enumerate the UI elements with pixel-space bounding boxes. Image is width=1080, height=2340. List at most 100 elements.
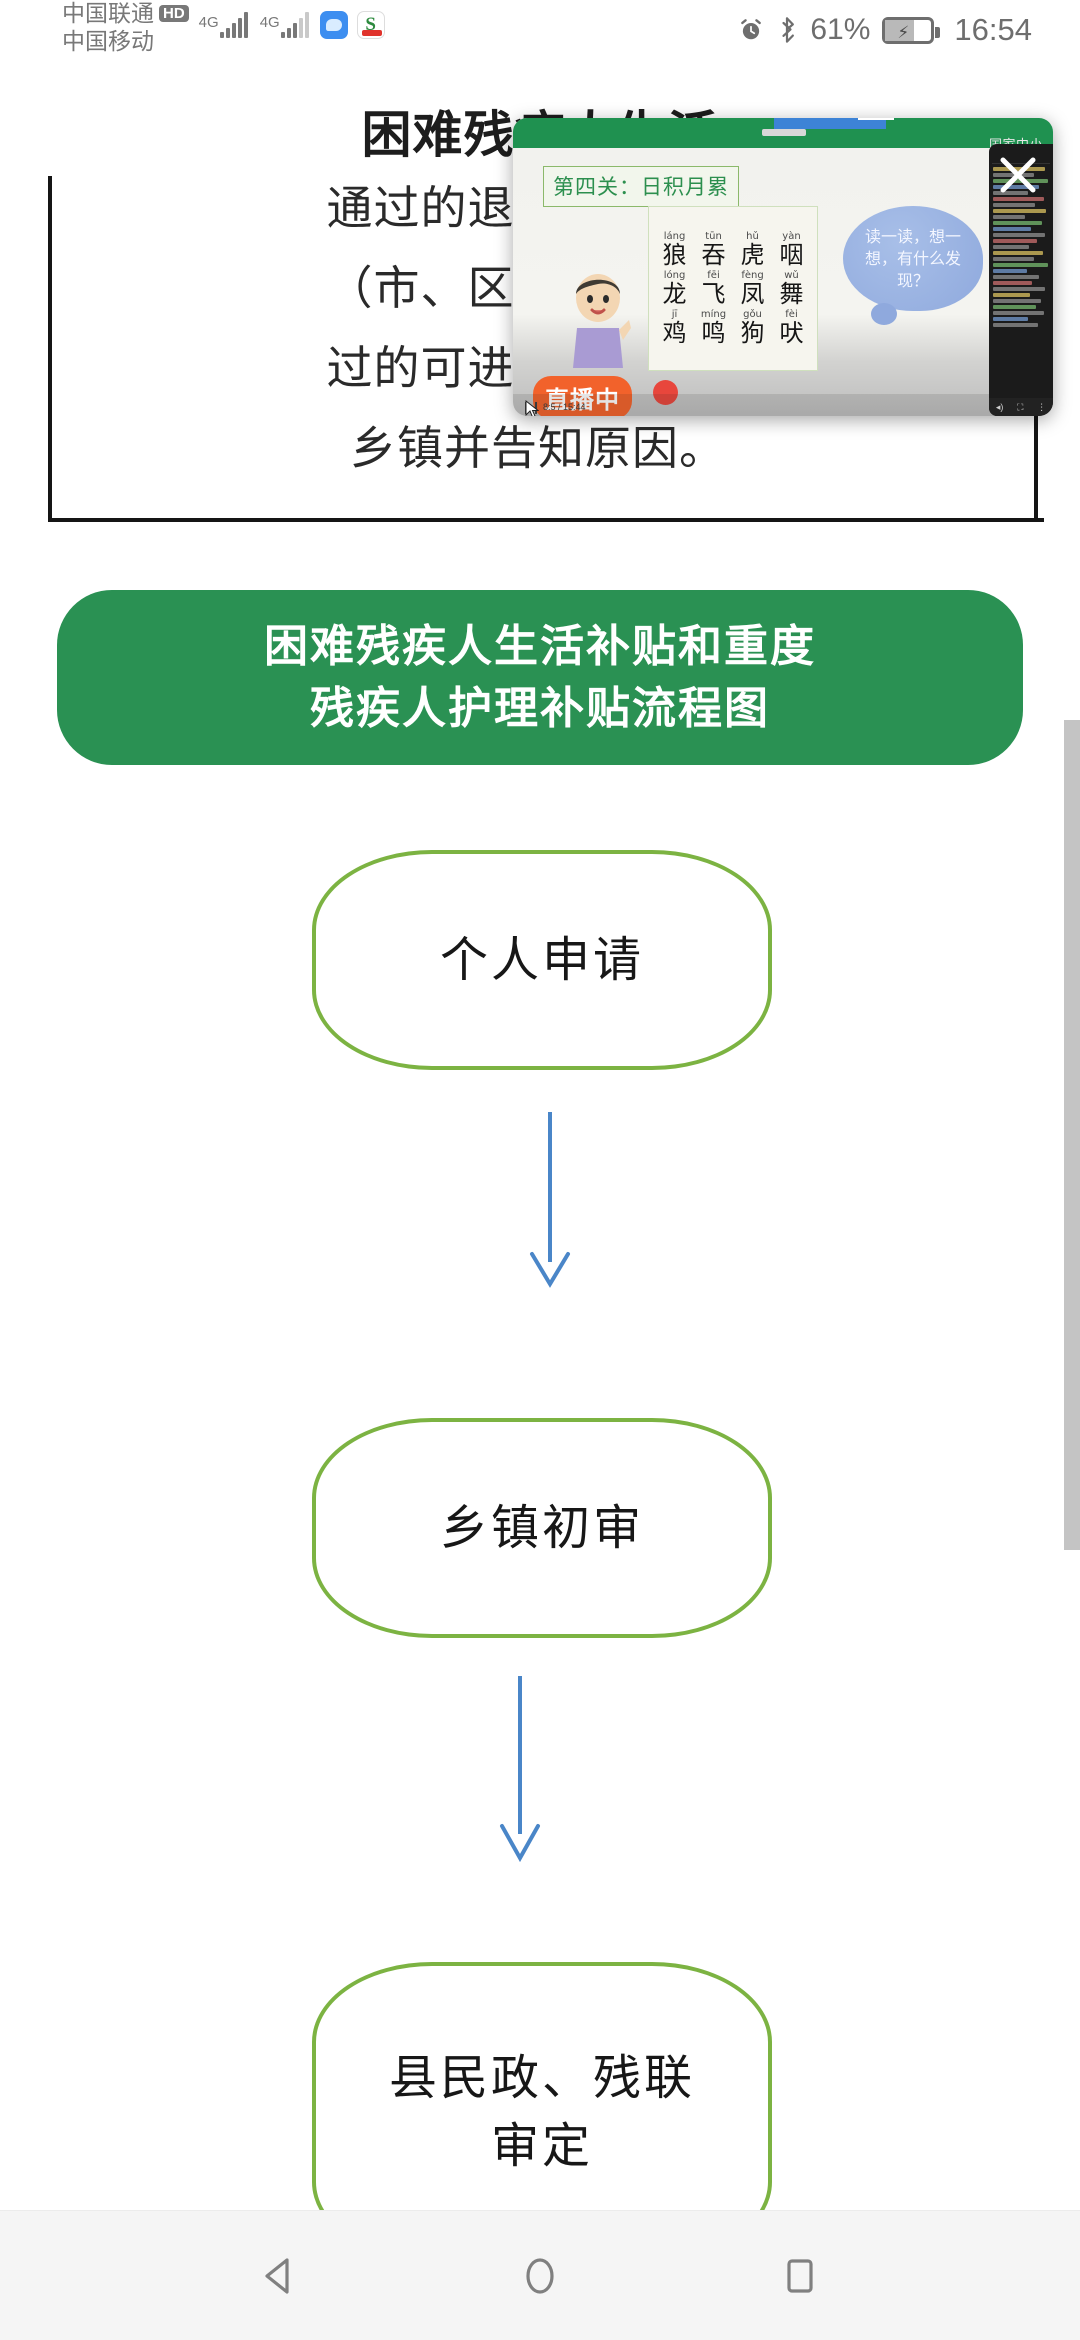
flow-node-3: 县民政、残联 审定	[312, 1962, 772, 2210]
home-button[interactable]	[510, 2246, 570, 2306]
hanzi: 飞	[701, 279, 726, 308]
close-icon[interactable]	[997, 154, 1039, 196]
cartoon-boy-icon	[565, 268, 631, 368]
volume-icon[interactable]: ◂)	[995, 401, 1004, 412]
pinyin: fēi	[707, 269, 720, 281]
signal-bars-1-icon	[219, 12, 250, 38]
signal-bars-2-icon	[280, 12, 311, 38]
stage-title: 第四关：日积月累	[543, 166, 739, 207]
video-playback-bar[interactable]: ❙❙ 8:5 / 15:44	[513, 394, 1053, 416]
recents-button[interactable]	[770, 2246, 830, 2306]
bluetooth-icon	[776, 16, 798, 44]
banner-line-2: 残疾人护理补贴流程图	[310, 682, 770, 734]
status-bar-right: 61% ⚡ 16:54	[738, 12, 1032, 48]
battery-charging-icon: ⚡	[882, 16, 941, 44]
flow-node-1-label: 个人申请	[439, 932, 644, 988]
flow-node-3-label-line-2: 审定	[490, 2118, 593, 2174]
flow-arrow-2-icon	[500, 1676, 540, 1863]
pinyin: jī	[671, 308, 678, 320]
live-badge: 直播中	[533, 376, 632, 416]
hanzi: 狼	[662, 240, 687, 269]
signal-group-2: 4G	[260, 12, 311, 38]
pinyin: fèi	[785, 308, 798, 320]
chat-panel-header	[992, 148, 1050, 164]
recording-dot-icon	[653, 380, 678, 405]
vertical-scrollbar[interactable]	[1064, 720, 1080, 1550]
paragraph-line-4: 乡镇并告知原因。	[350, 421, 726, 475]
hanzi: 狗	[740, 318, 765, 347]
network-type-1: 4G	[198, 14, 219, 31]
playback-time: 8:5 / 15:44	[543, 402, 586, 412]
battery-percent: 61%	[810, 13, 871, 46]
alarm-icon	[738, 17, 764, 43]
network-type-2: 4G	[259, 14, 280, 31]
speech-bubble: 读一读，想一想，有什么发现？	[843, 206, 983, 325]
more-options-icon[interactable]: ⋮	[1037, 401, 1047, 412]
back-button[interactable]	[250, 2246, 310, 2306]
pinyin: yàn	[782, 230, 801, 242]
android-navigation-bar	[0, 2210, 1080, 2340]
flowchart-banner: 困难残疾人生活补贴和重度 残疾人护理补贴流程图	[57, 590, 1023, 765]
banner-line-1: 困难残疾人生活补贴和重度	[264, 620, 816, 672]
carrier-labels: 中国联通 HD 中国移动	[62, 2, 189, 53]
pinyin: tūn	[705, 230, 722, 242]
sogou-input-icon	[356, 11, 385, 39]
signal-group-1: 4G	[199, 12, 250, 38]
browser-tab[interactable]	[774, 118, 886, 129]
flow-node-2-label: 乡镇初审	[439, 1500, 644, 1556]
hanzi: 吠	[779, 318, 804, 347]
weather-app-icon	[319, 11, 348, 39]
status-bar: 中国联通 HD 中国移动 4G 4G 61%	[0, 0, 1080, 70]
pinyin: wǔ	[784, 269, 799, 281]
hanzi: 鸡	[662, 318, 687, 347]
hanzi: 凤	[740, 279, 765, 308]
recents-square-icon	[787, 2258, 813, 2293]
hanzi: 鸣	[701, 318, 726, 347]
pinyin: lóng	[663, 269, 686, 281]
tab-underline	[858, 118, 894, 120]
home-circle-icon	[526, 2257, 554, 2294]
flow-node-2: 乡镇初审	[312, 1418, 772, 1638]
carrier-1: 中国联通 HD	[62, 2, 189, 25]
paragraph-bottom-rule	[48, 518, 1044, 522]
floating-window-titlebar[interactable]: 国家中小	[513, 118, 1053, 152]
hd-badge: HD	[159, 5, 189, 22]
flow-arrow-1-icon	[530, 1112, 570, 1288]
address-bar[interactable]	[762, 129, 806, 136]
pinyin: gǒu	[743, 308, 762, 320]
pinyin: míng	[700, 308, 727, 320]
chat-panel-toolbar[interactable]: ◂) ⛶ ⋮	[989, 398, 1053, 416]
hanzi: 吞	[701, 240, 726, 269]
fullscreen-icon[interactable]: ⛶	[1017, 401, 1024, 412]
carrier-1-name: 中国联通	[62, 0, 154, 26]
mouse-cursor-icon	[525, 400, 539, 416]
pinyin: fèng	[741, 269, 764, 281]
pinyin: láng	[663, 230, 686, 242]
hanzi: 咽	[779, 240, 804, 269]
back-triangle-icon	[265, 2257, 289, 2294]
live-chat-panel[interactable]: ◂) ⛶ ⋮	[989, 144, 1053, 416]
clock-time: 16:54	[954, 12, 1032, 47]
flow-node-3-label-line-1: 县民政、残联	[388, 2050, 695, 2106]
carrier-2: 中国移动	[62, 28, 154, 54]
pinyin: hǔ	[746, 230, 759, 242]
